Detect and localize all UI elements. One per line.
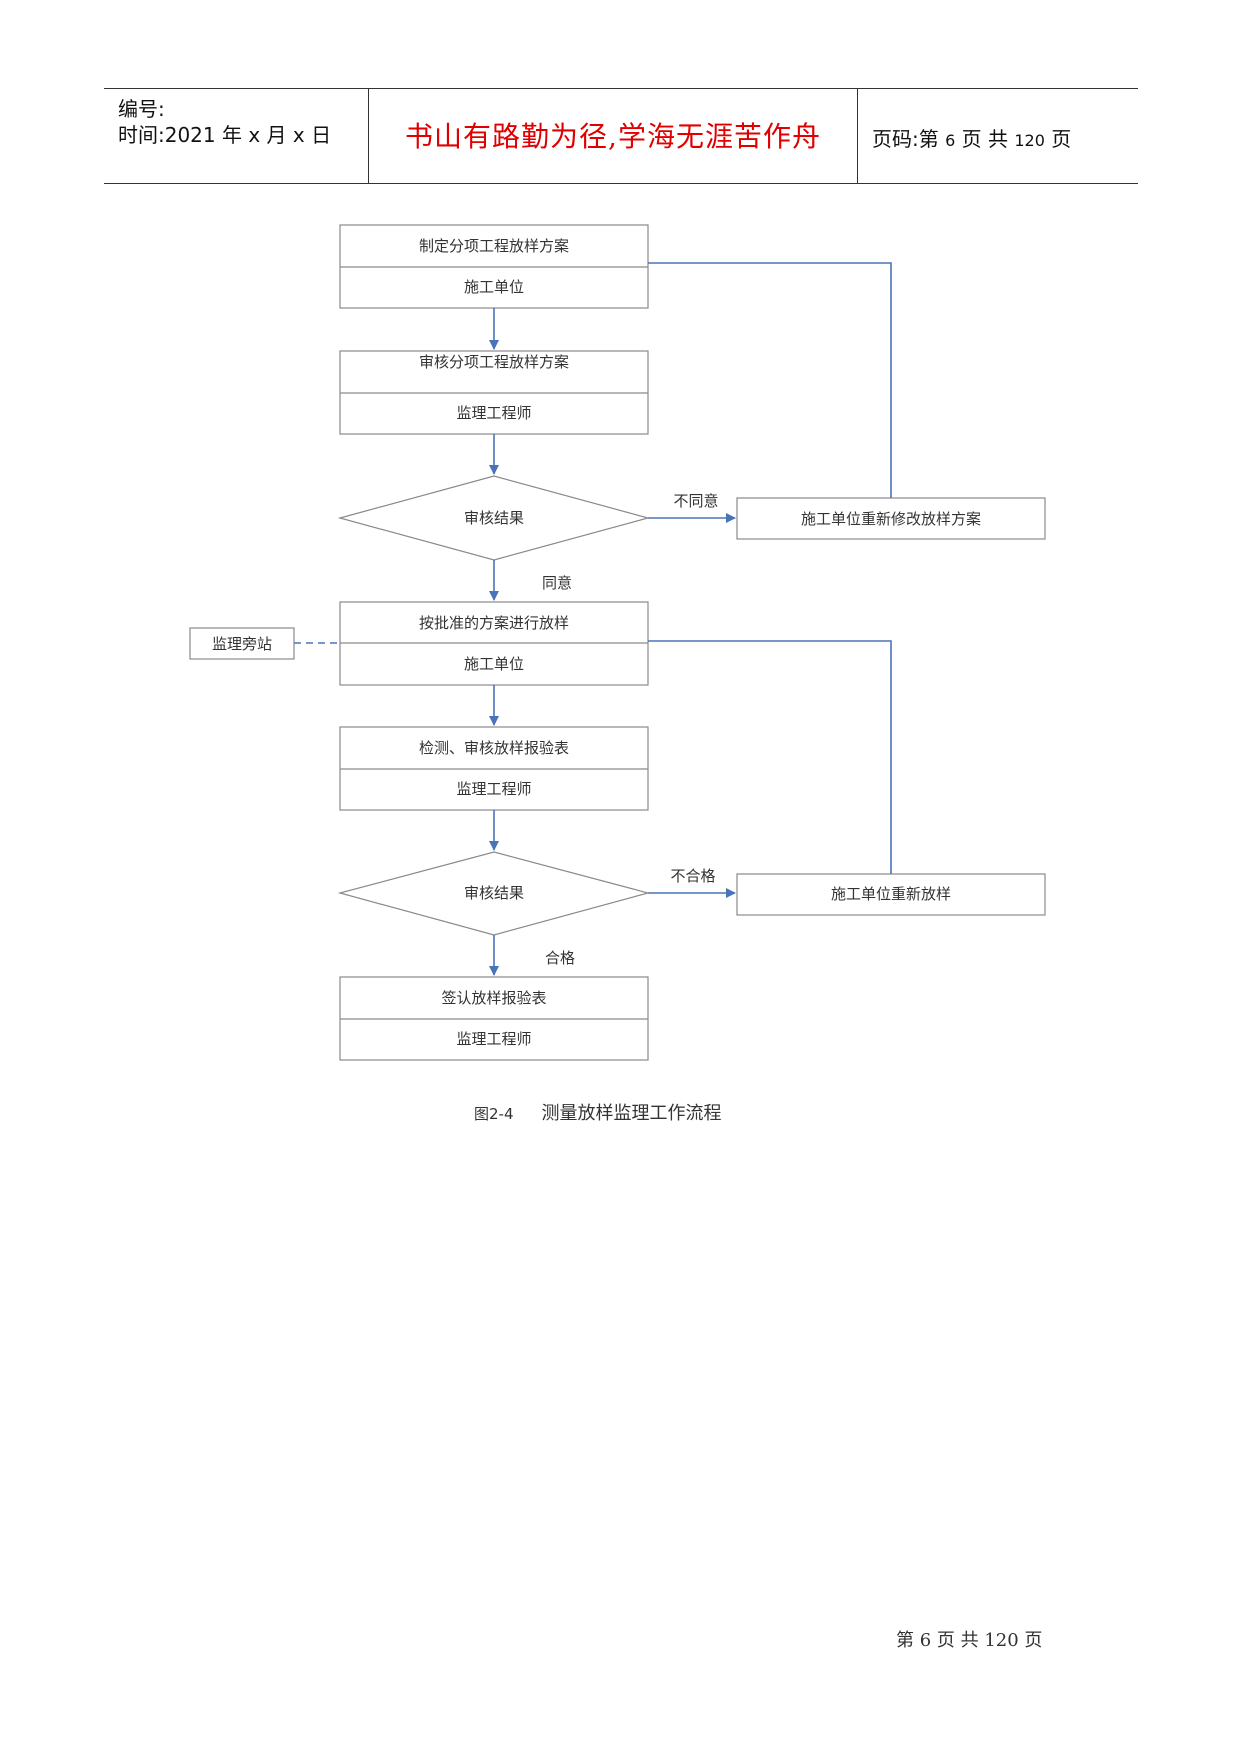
step-execute-title: 按批准的方案进行放样: [419, 614, 569, 632]
side-note-text: 监理旁站: [212, 635, 272, 653]
page-prefix: 页码:第: [872, 127, 939, 151]
step-review-plan-role: 监理工程师: [456, 404, 531, 422]
decision-review-2-label: 审核结果: [464, 884, 524, 902]
page-header: 编号: 时间:2021 年 x 月 x 日 书山有路勤为径,学海无涯苦作舟 页码…: [104, 88, 1138, 184]
page-mid: 页 共: [961, 127, 1009, 151]
step-inspect-box: 检测、审核放样报验表 监理工程师: [339, 726, 649, 811]
header-info-cell: 编号: 时间:2021 年 x 月 x 日: [104, 89, 369, 183]
page-total: 120: [1014, 131, 1045, 150]
step-inspect-title: 检测、审核放样报验表: [419, 739, 569, 757]
figure-title: 测量放样监理工作流程: [541, 1103, 722, 1124]
step-review-plan-box: 审核分项工程放样方案 监理工程师: [339, 350, 649, 435]
step-execute-role: 施工单位: [464, 655, 524, 673]
step-review-plan-title: 审核分项工程放样方案: [419, 353, 569, 371]
header-motto: 书山有路勤为径,学海无涯苦作舟: [405, 120, 821, 153]
step-execute-box: 按批准的方案进行放样 施工单位: [339, 601, 649, 686]
decision-2-accept-label: 合格: [545, 949, 575, 967]
header-page-number: 页码:第 6 页 共 120 页: [872, 123, 1071, 152]
step-sign-box: 签认放样报验表 监理工程师: [339, 976, 649, 1061]
step-sign-title: 签认放样报验表: [441, 989, 546, 1007]
step-sign-role: 监理工程师: [456, 1030, 531, 1048]
loop-revise1-to-step1: [648, 262, 892, 498]
page-footer: 第 6 页 共 120 页: [896, 1630, 1043, 1651]
figure-caption: 图2-4 测量放样监理工作流程: [474, 1099, 722, 1125]
document-number-label: 编号:: [118, 97, 165, 121]
decision-1-accept-label: 同意: [542, 574, 572, 592]
revise-layout-text: 施工单位重新放样: [831, 885, 951, 903]
decision-2-reject-label: 不合格: [670, 867, 715, 885]
page-current: 6: [945, 131, 956, 150]
header-motto-cell: 书山有路勤为径,学海无涯苦作舟: [369, 89, 858, 183]
revise-plan-text: 施工单位重新修改放样方案: [801, 510, 981, 528]
document-time-label: 时间:2021 年 x 月 x 日: [118, 123, 332, 147]
decision-1-reject-label: 不同意: [673, 492, 718, 510]
page-suffix: 页: [1051, 127, 1072, 151]
step-plan-title: 制定分项工程放样方案: [419, 237, 569, 255]
step-inspect-role: 监理工程师: [456, 780, 531, 798]
decision-review-1: 审核结果: [337, 475, 651, 561]
revise-plan-box: 施工单位重新修改放样方案: [736, 497, 1046, 540]
decision-review-1-label: 审核结果: [464, 509, 524, 527]
step-plan-box: 制定分项工程放样方案 施工单位: [339, 224, 649, 309]
decision-review-2: 审核结果: [337, 851, 651, 936]
side-note-box: 监理旁站: [189, 627, 295, 660]
loop-revise2-to-step3: [648, 640, 892, 874]
header-page-cell: 页码:第 6 页 共 120 页: [858, 89, 1138, 183]
step-plan-role: 施工单位: [464, 278, 524, 296]
revise-layout-box: 施工单位重新放样: [736, 873, 1046, 916]
figure-id: 图2-4: [474, 1105, 514, 1123]
